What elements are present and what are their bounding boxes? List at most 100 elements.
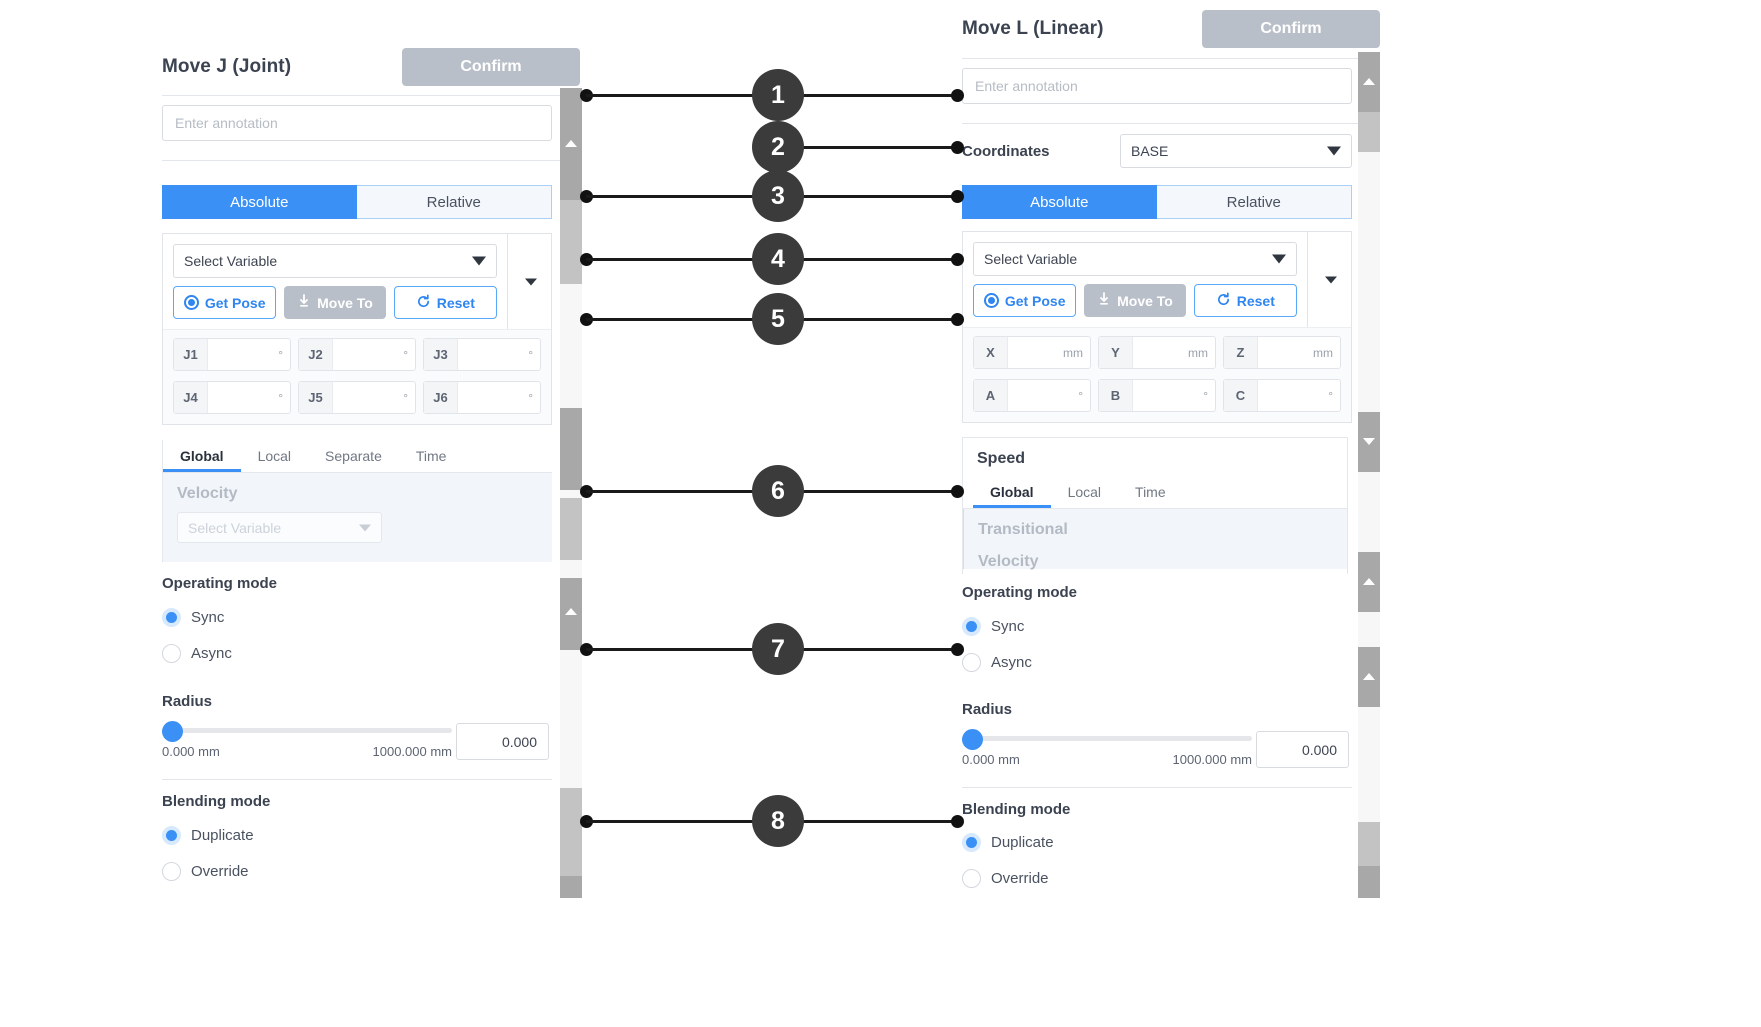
joint-field-value[interactable] <box>333 339 403 370</box>
radio-sync[interactable] <box>962 617 981 636</box>
tab-global[interactable]: Global <box>973 476 1051 508</box>
scroll-up-icon[interactable] <box>565 140 577 147</box>
joint-field-j4[interactable]: J4 ° <box>173 381 291 414</box>
reset-button[interactable]: Reset <box>1193 284 1297 317</box>
scrollbar-thumb[interactable] <box>560 498 582 560</box>
slider-track[interactable] <box>176 728 452 733</box>
operating-mode-sync-option[interactable]: Sync <box>162 608 224 627</box>
pose-field-b[interactable]: B ° <box>1098 379 1216 412</box>
variable-select[interactable]: Select Variable <box>973 242 1297 276</box>
radio-override[interactable] <box>962 869 981 888</box>
right-panel-scrollbar[interactable] <box>1358 52 1380 898</box>
joint-field-j2[interactable]: J2 ° <box>298 338 416 371</box>
scrollbar-thumb[interactable] <box>1358 647 1380 707</box>
scrollbar-thumb[interactable] <box>1358 412 1380 472</box>
joint-field-j6[interactable]: J6 ° <box>423 381 541 414</box>
pose-field-value[interactable] <box>1133 337 1188 368</box>
scroll-up-icon[interactable] <box>565 608 577 615</box>
tab-global[interactable]: Global <box>163 440 241 472</box>
joint-field-value[interactable] <box>333 382 403 413</box>
joint-field-value[interactable] <box>208 382 278 413</box>
annotation-input[interactable] <box>162 105 552 141</box>
slider-knob[interactable] <box>962 729 983 750</box>
radius-slider[interactable]: 0.000 mm 1000.000 mm <box>962 729 1252 767</box>
pose-field-value[interactable] <box>1008 380 1078 411</box>
scroll-down-icon[interactable] <box>1363 438 1375 445</box>
radio-duplicate[interactable] <box>162 826 181 845</box>
scrollbar-thumb[interactable] <box>1358 52 1380 112</box>
blending-mode-duplicate-option[interactable]: Duplicate <box>162 826 254 845</box>
scrollbar-thumb[interactable] <box>560 200 582 284</box>
radius-value-input[interactable]: 0.000 <box>456 723 549 760</box>
pose-field-a[interactable]: A ° <box>973 379 1091 412</box>
left-panel-scrollbar[interactable] <box>560 88 582 898</box>
get-pose-button[interactable]: Get Pose <box>173 286 277 319</box>
annotation-input[interactable] <box>962 68 1352 104</box>
tab-local[interactable]: Local <box>257 448 292 464</box>
expand-more-button[interactable] <box>1307 232 1351 327</box>
tab-absolute[interactable]: Absolute <box>962 185 1157 219</box>
pose-field-value[interactable] <box>1008 337 1063 368</box>
radius-value-input[interactable]: 0.000 <box>1256 731 1349 768</box>
joint-field-j1[interactable]: J1 ° <box>173 338 291 371</box>
radio-sync[interactable] <box>162 608 181 627</box>
tab-relative[interactable]: Relative <box>356 185 552 219</box>
joint-field-value[interactable] <box>208 339 278 370</box>
blending-mode-override-option[interactable]: Override <box>962 869 1049 888</box>
confirm-button[interactable]: Confirm <box>402 48 580 86</box>
scroll-up-icon[interactable] <box>1363 78 1375 85</box>
pose-field-z[interactable]: Z mm <box>1223 336 1341 369</box>
pose-field-value[interactable] <box>1133 380 1203 411</box>
variable-select[interactable]: Select Variable <box>173 244 497 278</box>
move-to-button[interactable]: Move To <box>284 286 386 319</box>
scrollbar-thumb[interactable] <box>1358 112 1380 152</box>
scrollbar-thumb[interactable] <box>560 578 582 650</box>
blending-mode-override-option[interactable]: Override <box>162 862 249 881</box>
coordinates-select[interactable]: BASE <box>1120 134 1352 168</box>
radius-slider[interactable]: 0.000 mm 1000.000 mm <box>162 721 452 759</box>
pose-field-x[interactable]: X mm <box>973 336 1091 369</box>
tab-relative[interactable]: Relative <box>1156 185 1352 219</box>
operating-mode-async-option[interactable]: Async <box>962 653 1032 672</box>
tab-separate[interactable]: Separate <box>325 448 382 464</box>
scrollbar-thumb[interactable] <box>1358 866 1380 898</box>
pose-field-value[interactable] <box>1258 380 1328 411</box>
radio-duplicate[interactable] <box>962 833 981 852</box>
move-to-button[interactable]: Move To <box>1084 284 1186 317</box>
velocity-variable-select[interactable]: Select Variable <box>177 512 382 543</box>
radio-async[interactable] <box>162 644 181 663</box>
joint-field-j3[interactable]: J3 ° <box>423 338 541 371</box>
scrollbar-thumb[interactable] <box>560 408 582 490</box>
absolute-relative-toggle[interactable]: Absolute Relative <box>162 185 552 219</box>
tab-local[interactable]: Local <box>1067 484 1102 500</box>
scroll-up-icon[interactable] <box>1363 578 1375 585</box>
reset-button[interactable]: Reset <box>393 286 497 319</box>
pose-field-c[interactable]: C ° <box>1223 379 1341 412</box>
tab-time[interactable]: Time <box>1135 484 1166 500</box>
radio-override[interactable] <box>162 862 181 881</box>
joint-field-value[interactable] <box>458 382 528 413</box>
get-pose-button[interactable]: Get Pose <box>973 284 1077 317</box>
scrollbar-thumb[interactable] <box>560 88 582 200</box>
joint-field-j5[interactable]: J5 ° <box>298 381 416 414</box>
radio-async[interactable] <box>962 653 981 672</box>
slider-track[interactable] <box>976 736 1252 741</box>
blending-mode-duplicate-option[interactable]: Duplicate <box>962 833 1054 852</box>
speed-tabs[interactable]: Global Local Time <box>963 476 1347 509</box>
tab-time[interactable]: Time <box>415 448 447 464</box>
scrollbar-thumb[interactable] <box>1358 822 1380 866</box>
joint-field-value[interactable] <box>458 339 528 370</box>
scrollbar-thumb[interactable] <box>1358 552 1380 612</box>
scrollbar-thumb[interactable] <box>560 788 582 876</box>
operating-mode-async-option[interactable]: Async <box>162 644 232 663</box>
pose-field-value[interactable] <box>1258 337 1313 368</box>
expand-more-button[interactable] <box>507 234 551 329</box>
scroll-up-icon[interactable] <box>1363 673 1375 680</box>
speed-tabs[interactable]: Global Local Separate Time <box>163 440 552 473</box>
operating-mode-sync-option[interactable]: Sync <box>962 617 1024 636</box>
slider-knob[interactable] <box>162 721 183 742</box>
tab-absolute[interactable]: Absolute <box>162 185 357 219</box>
pose-field-y[interactable]: Y mm <box>1098 336 1216 369</box>
scrollbar-thumb[interactable] <box>560 876 582 898</box>
absolute-relative-toggle[interactable]: Absolute Relative <box>962 185 1352 219</box>
